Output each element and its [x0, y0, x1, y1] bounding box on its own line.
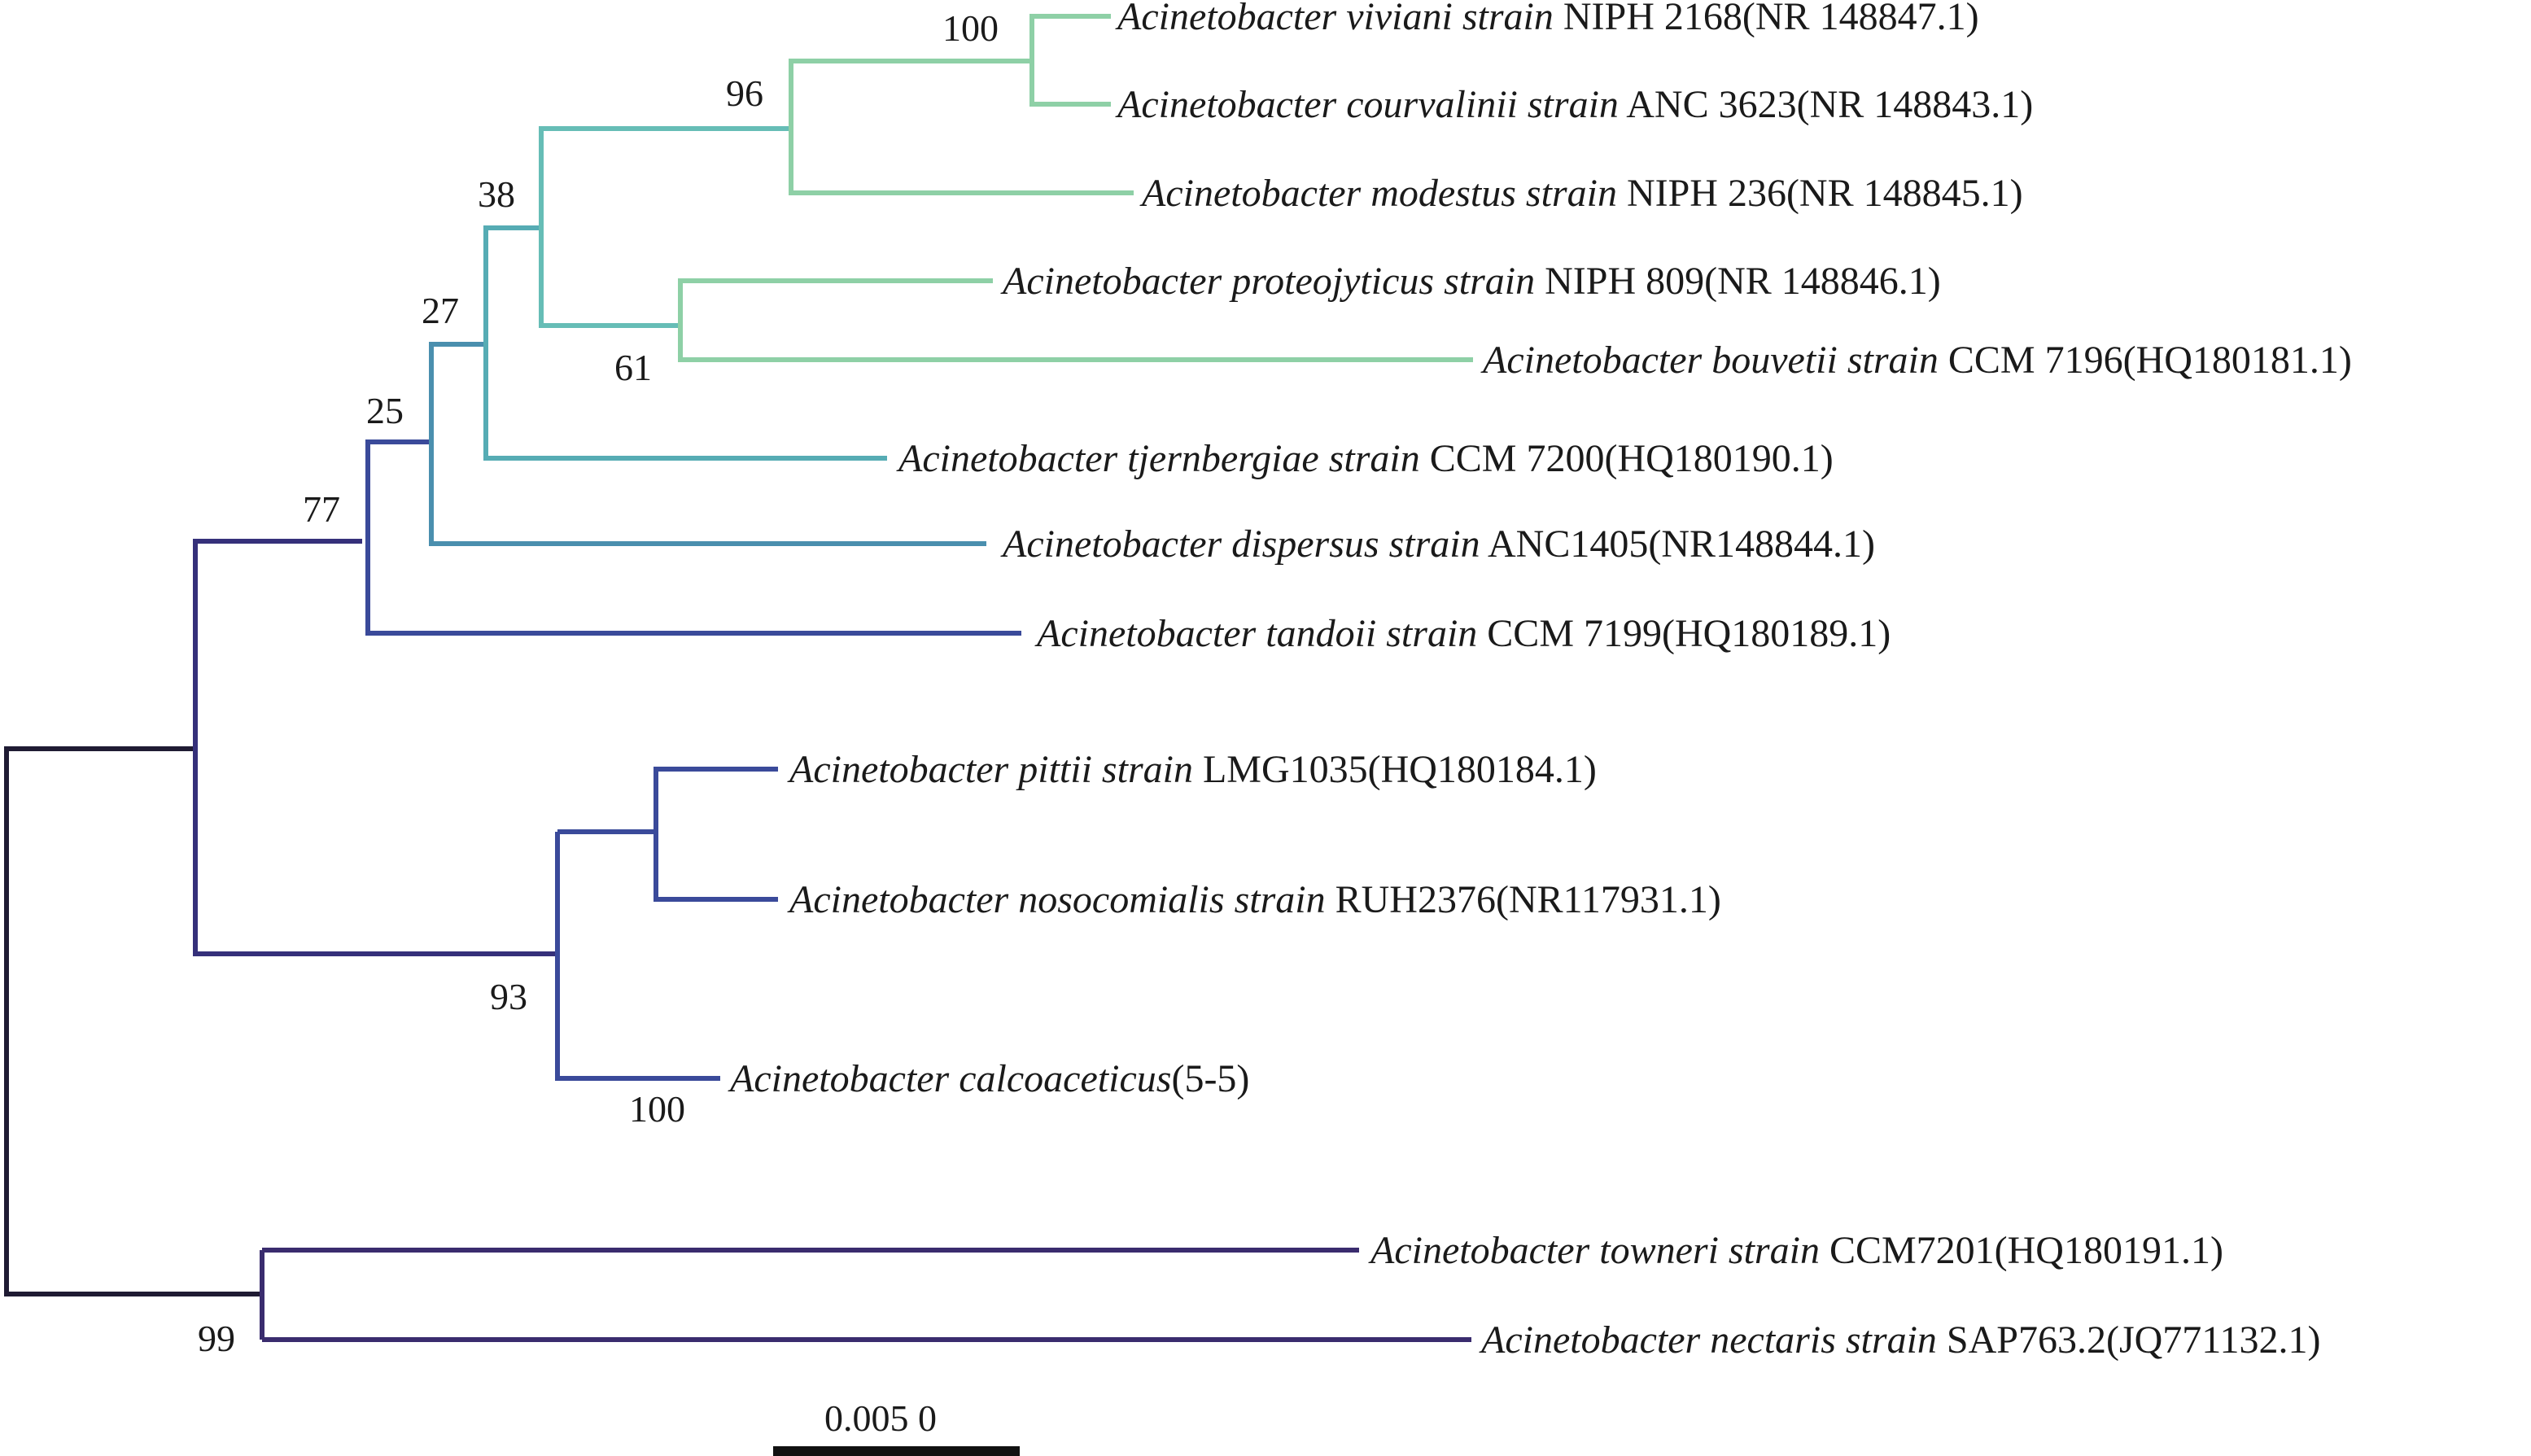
branch-node-77 [365, 439, 1021, 636]
tip-label: Acinetobacter modestus strain NIPH 236(N… [1139, 172, 2023, 215]
tip-species: towneri [1599, 1229, 1719, 1272]
tip-strain-id: NIPH 2168(NR 148847.1) [1563, 0, 1979, 38]
tip-strain-word: strain [1444, 260, 1535, 303]
tip-species: nosocomialis [1018, 878, 1224, 921]
tip-strain-word: strain [1102, 748, 1193, 791]
branch-root [4, 746, 262, 1296]
bootstrap-value: 25 [366, 390, 404, 431]
bootstrap-value: 38 [478, 173, 515, 215]
tip-label: Acinetobacter dispersus strain ANC1405(N… [1000, 522, 1875, 566]
bootstrap-value: 100 [629, 1088, 685, 1130]
tip-label: Acinetobacter tjernbergiae strain CCM 72… [896, 437, 1834, 480]
tip-strain-id: ANC1405(NR148844.1) [1488, 522, 1875, 566]
tip-genus: Acinetobacter [1115, 0, 1337, 38]
tip-strain-word: strain [1329, 437, 1420, 480]
tip-strain-id: CCM 7199(HQ180189.1) [1487, 612, 1891, 655]
tip-strain-word: strain [1235, 878, 1326, 921]
tip-strain-id: NIPH 236(NR 148845.1) [1627, 172, 2023, 215]
tip-species: calcoaceticus [959, 1057, 1171, 1100]
branch-node-27 [483, 225, 887, 461]
tip-strain-id: CCM 7200(HQ180190.1) [1430, 437, 1834, 480]
tip-label: Acinetobacter bouvetii strain CCM 7196(H… [1480, 339, 2352, 382]
branch-node-25 [429, 342, 986, 546]
tip-genus: Acinetobacter [1000, 522, 1222, 566]
tip-strain-id: SAP763.2(JQ771132.1) [1947, 1318, 2321, 1362]
tip-label: Acinetobacter calcoaceticus(5-5) [728, 1057, 1249, 1100]
tip-genus: Acinetobacter [1034, 612, 1257, 655]
tip-strain-word: strain [1386, 612, 1477, 655]
bootstrap-labels: 100 96 38 27 25 77 61 93 100 99 [198, 7, 999, 1359]
tip-strain-id: ANC 3623(NR 148843.1) [1626, 83, 2033, 126]
tip-strain-id: CCM7201(HQ180191.1) [1829, 1229, 2223, 1272]
branch-node-100-top [1029, 14, 1111, 107]
tip-genus: Acinetobacter [787, 748, 1009, 791]
tip-label: Acinetobacter tandoii strain CCM 7199(HQ… [1034, 612, 1891, 655]
tip-genus: Acinetobacter [1480, 339, 1703, 382]
tip-labels: Acinetobacter viviani strain NIPH 2168(N… [728, 0, 2352, 1362]
tip-species: proteojyticus [1229, 260, 1434, 303]
tip-strain-word: strain [1847, 339, 1939, 382]
tip-species: viviani [1346, 0, 1453, 38]
tip-label: Acinetobacter towneri strain CCM7201(HQ1… [1368, 1229, 2223, 1272]
tip-label: Acinetobacter nosocomialis strain RUH237… [787, 878, 1721, 921]
tip-strain-id: NIPH 809(NR 148846.1) [1545, 260, 1941, 303]
bootstrap-value: 61 [614, 347, 652, 388]
bootstrap-value: 96 [726, 72, 763, 114]
bootstrap-value: 77 [303, 488, 340, 530]
tip-label: Acinetobacter proteojyticus strain NIPH … [1000, 260, 1941, 303]
branch-node-96 [789, 59, 1134, 195]
tip-label: Acinetobacter pittii strain LMG1035(HQ18… [787, 748, 1597, 791]
tip-species: tjernbergiae [1127, 437, 1319, 480]
scale-bar: 0.005 0 [773, 1397, 1020, 1456]
bootstrap-value: 27 [422, 290, 459, 331]
branch-pittii-noso [654, 767, 778, 902]
tip-genus: Acinetobacter [1139, 172, 1362, 215]
bootstrap-value: 100 [942, 7, 999, 49]
branch-node-38 [539, 126, 791, 328]
tip-strain-id: RUH2376(NR117931.1) [1335, 878, 1721, 921]
tip-strain-word: strain [1526, 172, 1617, 215]
bootstrap-value: 99 [198, 1318, 235, 1359]
tip-species: courvalinii [1346, 83, 1518, 126]
tip-strain-id: LMG1035(HQ180184.1) [1203, 748, 1597, 791]
tip-species: pittii [1016, 748, 1092, 791]
tip-strain-word: strain [1846, 1318, 1937, 1362]
tip-genus: Acinetobacter [1115, 83, 1337, 126]
tip-genus: Acinetobacter [787, 878, 1009, 921]
branch-calco-clade [555, 832, 720, 1081]
tree-branches [4, 14, 1473, 1342]
tip-label: Acinetobacter nectaris strain SAP763.2(J… [1479, 1318, 2321, 1362]
tip-label: Acinetobacter courvalinii strain ANC 362… [1115, 83, 2033, 126]
branch-node-61 [678, 278, 1473, 362]
tip-species: modestus [1370, 172, 1516, 215]
tip-genus: Acinetobacter [728, 1057, 950, 1100]
scale-bar-label: 0.005 0 [824, 1397, 937, 1439]
tip-strain-word: strain [1729, 1229, 1820, 1272]
tip-genus: Acinetobacter [896, 437, 1118, 480]
tip-strain-word: strain [1462, 0, 1554, 38]
bootstrap-value: 93 [490, 976, 527, 1017]
tip-genus: Acinetobacter [1479, 1318, 1701, 1362]
tip-species: nectaris [1710, 1318, 1836, 1362]
tip-label: Acinetobacter viviani strain NIPH 2168(N… [1115, 0, 1979, 38]
tip-genus: Acinetobacter [1000, 260, 1222, 303]
tip-strain-id: CCM 7196(HQ180181.1) [1948, 339, 2352, 382]
tip-genus: Acinetobacter [1368, 1229, 1590, 1272]
tip-species: tandoii [1266, 612, 1376, 655]
branch-ingroup [193, 539, 557, 956]
tip-strain-id: (5-5) [1171, 1057, 1249, 1100]
tip-strain-word: strain [1528, 83, 1619, 126]
tip-species: bouvetii [1711, 339, 1838, 382]
tip-strain-word: strain [1389, 522, 1480, 566]
tip-species: dispersus [1231, 522, 1379, 566]
